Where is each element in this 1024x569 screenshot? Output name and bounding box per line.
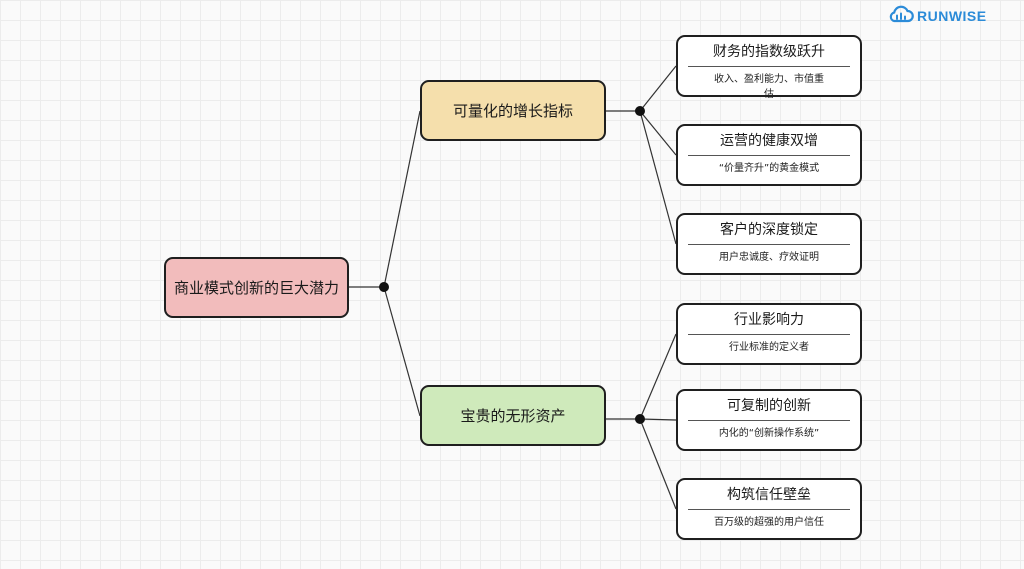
leaf-title: 财务的指数级跃升: [688, 43, 850, 67]
leaf-title: 构筑信任壁垒: [688, 486, 850, 510]
leaf-description: 收入、盈利能力、市值重估: [714, 74, 824, 100]
brand-name: RUNWISE: [917, 8, 987, 24]
junction-dot-branch-1: [635, 414, 645, 424]
connector-branch-0-leaf-1: [639, 110, 677, 156]
brand-logo: RUNWISE: [888, 4, 987, 28]
leaf-description: 行业标准的定义者: [729, 342, 809, 353]
leaf-title: 可复制的创新: [688, 397, 850, 421]
root-label: 商业模式创新的巨大潜力: [173, 279, 339, 297]
leaf-title: 行业影响力: [688, 311, 850, 335]
root-node[interactable]: 商业模式创新的巨大潜力: [164, 257, 349, 318]
branch-label: 可量化的增长指标: [452, 102, 573, 120]
leaf-description: 内化的“创新操作系统”: [718, 428, 820, 439]
leaf-title: 运营的健康双增: [688, 132, 850, 156]
connector-branch-1-leaf-0: [639, 333, 677, 420]
connector-branch-1-leaf-1: [639, 418, 677, 421]
leaf-node-replicable-innovation[interactable]: 可复制的创新 内化的“创新操作系统”: [676, 389, 862, 451]
junction-dot-branch-0: [635, 106, 645, 116]
branch-node-intangible-assets[interactable]: 宝贵的无形资产: [420, 385, 606, 446]
leaf-title: 客户的深度锁定: [688, 221, 850, 245]
branch-node-quantifiable-growth[interactable]: 可量化的增长指标: [420, 80, 606, 141]
leaf-description: “价量齐升”的黄金模式: [718, 163, 820, 174]
leaf-node-trust-barrier[interactable]: 构筑信任壁垒 百万级的超强的用户信任: [676, 478, 862, 540]
leaf-node-financial-leap[interactable]: 财务的指数级跃升 收入、盈利能力、市值重估: [676, 35, 862, 100]
cloud-icon: [888, 4, 914, 28]
connector-branch-1-leaf-2: [639, 418, 677, 510]
leaf-description: 用户忠诚度、疗效证明: [719, 252, 819, 263]
connector-root-branch-0: [383, 110, 421, 288]
branch-label: 宝贵的无形资产: [460, 407, 566, 425]
connector-branch-0-leaf-2: [639, 110, 677, 245]
connector-branch-0-leaf-0: [639, 65, 677, 112]
junction-dot-root: [379, 282, 389, 292]
leaf-node-customer-lock-in[interactable]: 客户的深度锁定 用户忠诚度、疗效证明: [676, 213, 862, 275]
leaf-node-operational-growth[interactable]: 运营的健康双增 “价量齐升”的黄金模式: [676, 124, 862, 186]
leaf-node-industry-influence[interactable]: 行业影响力 行业标准的定义者: [676, 303, 862, 365]
connector-root-branch-1: [383, 286, 421, 417]
leaf-description: 百万级的超强的用户信任: [714, 517, 824, 528]
